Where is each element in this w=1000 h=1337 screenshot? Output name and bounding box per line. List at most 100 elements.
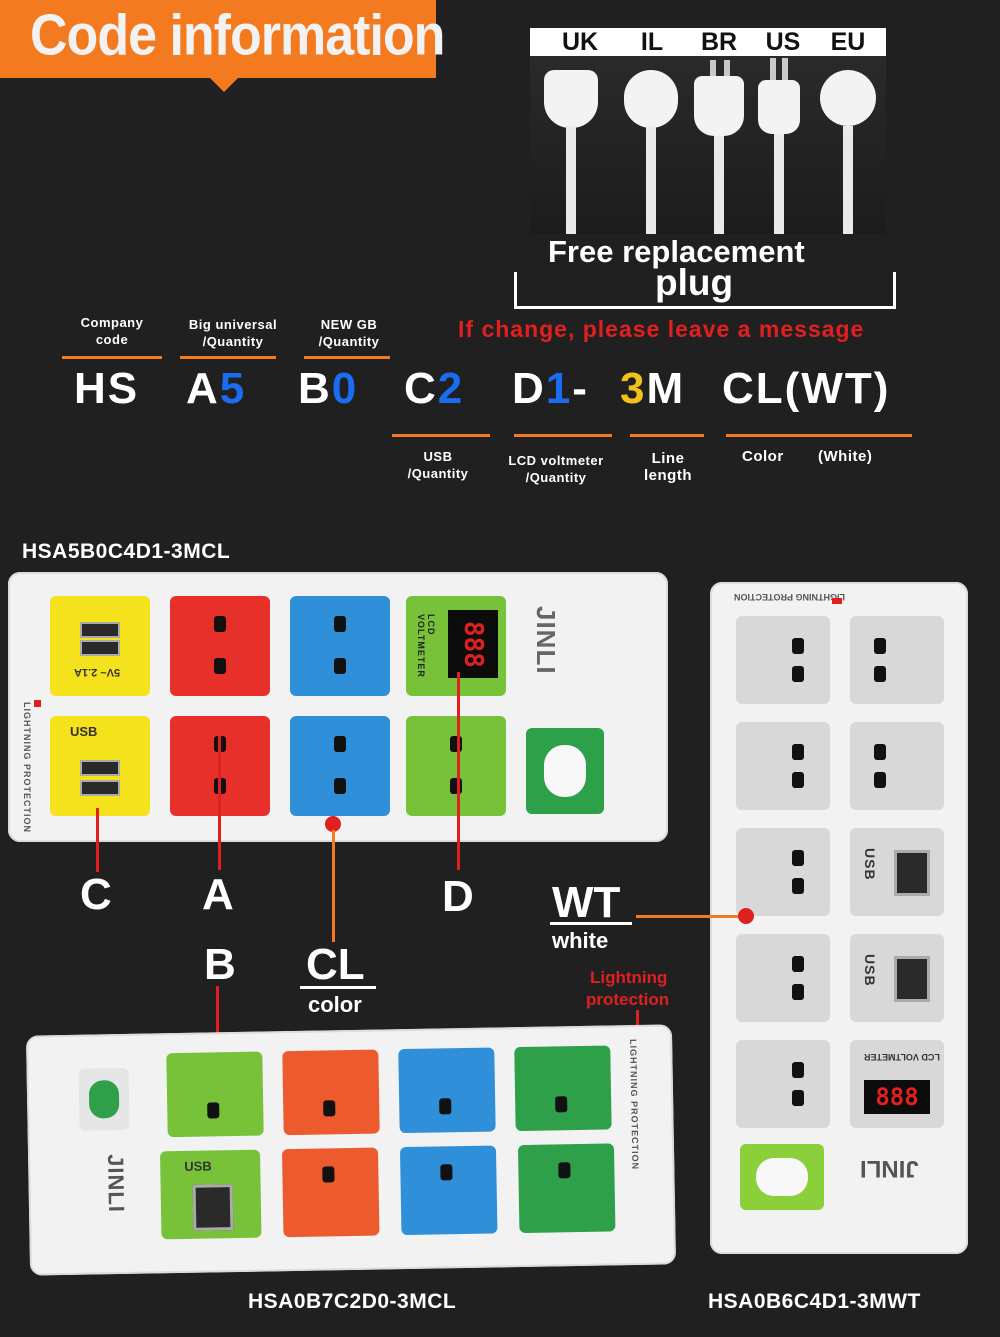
plug-code-eu: EU bbox=[830, 28, 866, 56]
callout-dot-wt bbox=[738, 908, 754, 924]
power-switch[interactable] bbox=[526, 728, 604, 814]
plug-cord bbox=[843, 126, 853, 234]
lightning-text: LIGHTNING PROTECTION bbox=[628, 1038, 641, 1171]
usb-socket: 5V~ 2.1A bbox=[50, 596, 150, 696]
color-label: Color bbox=[742, 448, 784, 465]
plug-code-uk: UK bbox=[561, 28, 599, 56]
gb-socket bbox=[736, 722, 830, 810]
model-bottom-left: HSA0B7C2D0-3MCL bbox=[248, 1290, 457, 1313]
gb-socket bbox=[736, 616, 830, 704]
power-strip-bottom: JINLI USB LIGHTNING PROTECTION bbox=[25, 1024, 677, 1276]
gb-socket bbox=[282, 1049, 380, 1136]
gb-socket bbox=[736, 828, 830, 916]
callout-line-c bbox=[96, 808, 99, 872]
code-c: C2 bbox=[404, 364, 465, 413]
lcd-voltmeter: 888 LCD VOLTMETER bbox=[406, 596, 506, 696]
lightning-text: LIGHTNING PROTECTION bbox=[22, 702, 32, 833]
divider bbox=[630, 434, 704, 437]
model-bottom-right: HSA0B6C4D1-3MWT bbox=[708, 1290, 921, 1313]
big-universal-label: Big universal/Quantity bbox=[188, 317, 278, 349]
model-top: HSA5B0C4D1-3MCL bbox=[22, 540, 231, 563]
callout-a: A bbox=[202, 870, 234, 919]
callout-c: C bbox=[80, 870, 112, 919]
divider bbox=[62, 356, 162, 359]
code-a: A5 bbox=[186, 364, 247, 413]
change-message: If change, please leave a message bbox=[458, 316, 865, 342]
brand-logo: JINLI bbox=[531, 606, 561, 675]
callout-line-wt bbox=[636, 915, 740, 918]
gb-socket bbox=[517, 1143, 616, 1234]
eu-plug-icon bbox=[820, 70, 876, 126]
divider bbox=[726, 434, 912, 437]
divider bbox=[304, 356, 390, 359]
gb-socket bbox=[850, 616, 944, 704]
underline bbox=[550, 922, 632, 925]
callout-wt: WT bbox=[552, 878, 621, 927]
plug-code-br: BR bbox=[700, 28, 738, 56]
divider bbox=[514, 434, 612, 437]
usb-socket: USB bbox=[850, 934, 944, 1022]
power-switch[interactable] bbox=[78, 1067, 130, 1131]
plug-cord bbox=[566, 126, 576, 234]
underline bbox=[300, 986, 376, 989]
new-gb-label: NEW GB/Quantity bbox=[318, 317, 380, 349]
lightning-callout-2: protection bbox=[586, 990, 670, 1009]
lcd-display: 888 bbox=[448, 610, 498, 678]
callout-line-cl bbox=[332, 830, 335, 942]
lightning-callout-1: Lightning bbox=[590, 968, 668, 987]
plug-pin bbox=[710, 60, 716, 76]
plug-code-il: IL bbox=[640, 28, 664, 56]
plug-cord bbox=[646, 126, 656, 234]
divider bbox=[392, 434, 490, 437]
code-color: CL(WT) bbox=[722, 364, 891, 413]
gb-socket bbox=[166, 1051, 264, 1138]
bracket bbox=[514, 272, 896, 309]
callout-cl: CL bbox=[306, 940, 365, 989]
callout-d: D bbox=[442, 872, 474, 921]
callout-white: white bbox=[552, 928, 609, 953]
universal-socket bbox=[170, 596, 270, 696]
universal-socket bbox=[290, 596, 390, 696]
uk-plug-icon bbox=[544, 70, 598, 128]
power-switch[interactable] bbox=[740, 1144, 824, 1210]
callout-line-a bbox=[218, 736, 221, 870]
lcd-quantity-label: LCD voltmeter/Quantity bbox=[508, 453, 604, 485]
lightning-text: LIGHTNING PROTECTION bbox=[734, 592, 845, 602]
gb-socket bbox=[398, 1047, 496, 1134]
plug-pin bbox=[724, 60, 730, 76]
lcd-display: 888 bbox=[864, 1080, 930, 1114]
code-hs: HS bbox=[74, 364, 140, 413]
gb-socket bbox=[399, 1145, 498, 1236]
code-d: D1- bbox=[512, 364, 589, 413]
gb-socket bbox=[514, 1045, 612, 1132]
callout-line-d bbox=[457, 672, 460, 870]
page-title: Code information bbox=[30, 4, 445, 68]
usb-socket: USB bbox=[850, 828, 944, 916]
plug-cord bbox=[774, 134, 784, 234]
title-banner bbox=[0, 0, 436, 92]
white-label: (White) bbox=[818, 448, 873, 465]
plug-text: plug bbox=[655, 262, 734, 303]
us-plug-icon bbox=[758, 80, 800, 134]
code-b: B0 bbox=[298, 364, 359, 413]
free-replacement-text: Free replacement bbox=[548, 234, 805, 269]
usb-quantity-label: USB/Quantity bbox=[407, 449, 469, 481]
brand-logo: JINLI bbox=[860, 1155, 919, 1182]
gb-socket bbox=[736, 1040, 830, 1128]
divider bbox=[180, 356, 276, 359]
brand-logo: JINLI bbox=[103, 1153, 130, 1214]
usb-socket: USB bbox=[50, 716, 150, 816]
callout-b: B bbox=[204, 940, 236, 989]
plug-code-us: US bbox=[765, 28, 801, 56]
universal-socket bbox=[290, 716, 390, 816]
il-plug-icon bbox=[624, 70, 678, 128]
indicator-light bbox=[832, 598, 842, 604]
gb-socket bbox=[850, 722, 944, 810]
br-plug-icon bbox=[694, 76, 744, 136]
usb-socket: USB bbox=[159, 1149, 262, 1240]
universal-socket bbox=[406, 716, 506, 816]
plug-cord bbox=[714, 136, 724, 234]
plug-photo bbox=[530, 56, 886, 234]
